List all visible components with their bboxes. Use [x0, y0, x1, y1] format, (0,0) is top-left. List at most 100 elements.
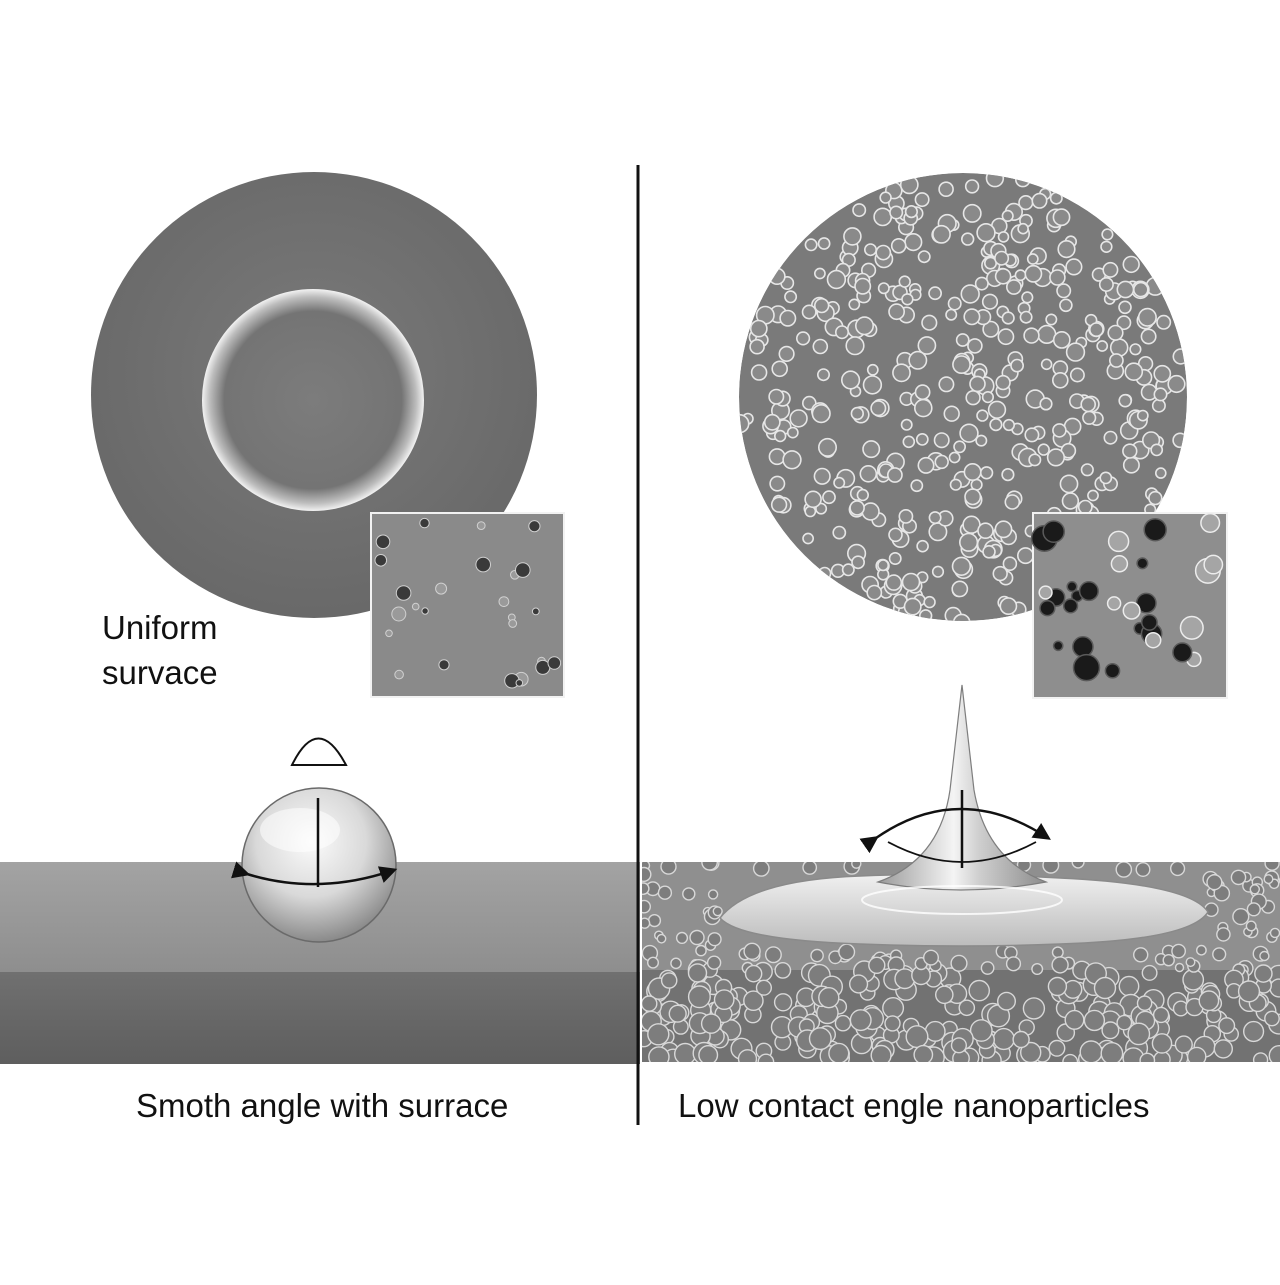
- particle: [1109, 353, 1124, 368]
- particle: [914, 192, 930, 208]
- particle: [770, 496, 788, 513]
- particle: [1099, 471, 1113, 485]
- particle: [1102, 261, 1119, 278]
- particle: [822, 490, 836, 505]
- particle: [1107, 530, 1130, 553]
- particle: [1038, 585, 1053, 600]
- particle: [743, 942, 761, 960]
- particle: [1118, 975, 1140, 997]
- particle: [1052, 208, 1071, 227]
- particle: [851, 555, 865, 570]
- particle: [804, 238, 818, 252]
- particle: [1107, 324, 1124, 341]
- particle: [763, 413, 781, 431]
- particle: [1024, 264, 1043, 283]
- particle: [1001, 209, 1014, 222]
- particle: [862, 440, 881, 459]
- particle: [894, 968, 916, 990]
- particle: [832, 525, 847, 540]
- left-sem-inset: [370, 512, 565, 698]
- particle: [801, 304, 817, 320]
- particle: [395, 585, 412, 601]
- particle: [962, 203, 982, 223]
- particle: [1218, 1017, 1236, 1035]
- particle: [687, 963, 708, 983]
- particle: [933, 432, 950, 449]
- particle: [952, 613, 971, 621]
- particle: [689, 929, 705, 946]
- particle: [888, 551, 902, 565]
- particle: [1022, 997, 1046, 1020]
- particle: [1213, 1039, 1234, 1059]
- particle: [833, 476, 846, 489]
- particle: [668, 1004, 687, 1023]
- particle: [1069, 367, 1085, 383]
- particle: [1110, 555, 1129, 573]
- particle: [997, 231, 1010, 243]
- particle: [1082, 410, 1097, 425]
- particle: [774, 962, 792, 979]
- particle: [1101, 1021, 1120, 1040]
- particle: [921, 314, 938, 331]
- particle: [811, 404, 831, 424]
- particle: [851, 862, 862, 869]
- particle: [963, 308, 981, 326]
- particle: [1135, 862, 1151, 878]
- particle: [863, 243, 877, 257]
- particle: [675, 931, 689, 945]
- particle: [698, 1045, 719, 1062]
- particle: [977, 522, 994, 540]
- particle: [1014, 269, 1027, 282]
- particle: [647, 956, 660, 969]
- particle: [1065, 342, 1086, 362]
- crater-ring: [202, 289, 424, 511]
- particle: [1042, 520, 1066, 543]
- particle: [814, 267, 826, 280]
- particle: [1246, 902, 1261, 917]
- particle: [1093, 976, 1117, 1000]
- particle: [1198, 990, 1220, 1012]
- particle: [952, 355, 971, 375]
- particle: [713, 989, 735, 1010]
- particle: [1136, 995, 1153, 1012]
- particle: [976, 223, 996, 243]
- particle: [810, 948, 824, 963]
- spherical-droplet: [231, 787, 398, 943]
- particle: [960, 232, 975, 246]
- particle: [1106, 596, 1122, 611]
- particle: [1263, 874, 1274, 885]
- particle: [905, 1025, 929, 1049]
- particle: [1016, 547, 1034, 565]
- particle: [1037, 443, 1050, 456]
- particle: [700, 1013, 722, 1034]
- particle: [898, 275, 911, 288]
- particle: [901, 293, 914, 306]
- particle: [1005, 956, 1022, 972]
- particle: [1100, 1042, 1124, 1062]
- particle: [969, 375, 986, 393]
- particle: [859, 464, 878, 483]
- particle: [438, 659, 450, 671]
- particle: [968, 979, 991, 1002]
- particle: [1100, 240, 1113, 254]
- particle: [744, 964, 763, 983]
- particle: [508, 619, 518, 628]
- particle: [848, 974, 869, 994]
- particle: [1077, 499, 1093, 515]
- particle: [917, 336, 937, 355]
- contact-angle-arc: [887, 841, 1037, 863]
- particle: [992, 565, 1008, 582]
- uniform-surface-label-line2: survace: [102, 654, 218, 691]
- particle: [374, 554, 388, 567]
- particle: [843, 227, 862, 246]
- particle: [958, 999, 976, 1017]
- particle: [804, 490, 822, 509]
- particle: [949, 478, 962, 491]
- particle: [531, 607, 540, 616]
- particle: [802, 532, 814, 545]
- particle: [1001, 468, 1015, 482]
- particle: [385, 629, 393, 638]
- particle: [1172, 432, 1187, 449]
- particle: [974, 276, 989, 291]
